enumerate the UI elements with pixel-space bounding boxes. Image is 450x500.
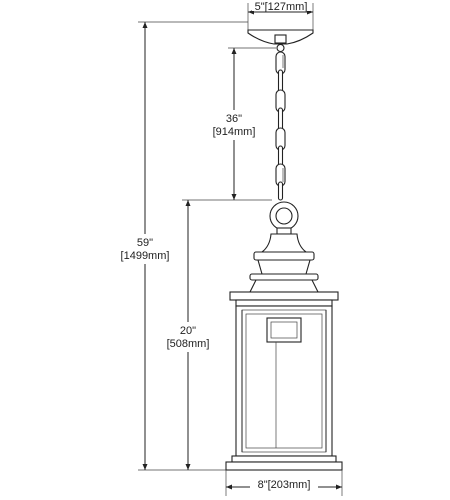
fixture-width-dimension: 8"[203mm]: [225, 470, 343, 496]
fixture-width-label: 8"[203mm]: [258, 479, 311, 491]
fixture-height-inches: 20": [180, 325, 196, 337]
fixture-height-mm: [508mm]: [167, 338, 210, 350]
overall-height-inches: 59": [137, 237, 153, 249]
fixture-height-dimension: 20" [508mm]: [158, 200, 218, 470]
chain-length-dimension: 36" [914mm]: [182, 47, 276, 201]
canopy-width-dimension: 5"[127mm]: [247, 1, 314, 30]
overall-height-mm: [1499mm]: [121, 250, 170, 262]
hanging-chain: [275, 51, 286, 201]
chain-length-inches: 36": [226, 113, 242, 125]
chain-length-mm: [914mm]: [213, 126, 256, 138]
ceiling-canopy: [247, 29, 314, 53]
lantern-fixture: [225, 201, 343, 471]
canopy-width-label: 5"[127mm]: [255, 1, 308, 13]
overall-height-dimension: 59" [1499mm]: [114, 21, 248, 471]
